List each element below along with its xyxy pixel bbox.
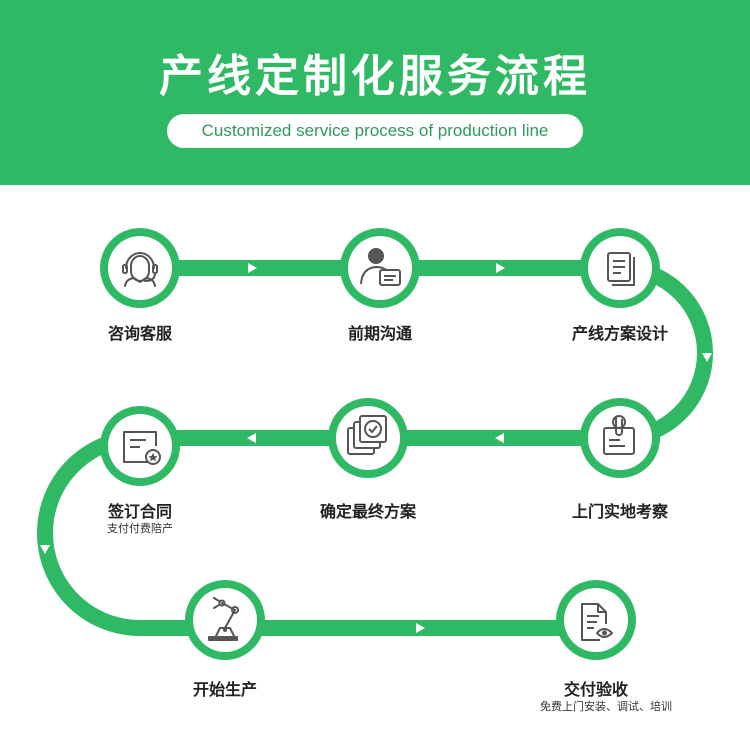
flow-arrow: [40, 545, 50, 554]
flow-arrow: [416, 623, 425, 633]
checked-documents-icon: [347, 415, 387, 455]
step-label-design: 产线方案设计: [571, 324, 668, 343]
clipboard-icon: [603, 415, 635, 455]
step-node-communicate: [340, 228, 420, 308]
flow-arrow: [495, 433, 504, 443]
certificate-icon: [123, 431, 161, 465]
step-node-consult: [100, 228, 180, 308]
step-label-produce: 开始生产: [192, 680, 257, 699]
step-node-deliver: [556, 580, 636, 660]
page-title: 产线定制化服务流程: [159, 51, 591, 102]
step-label-communicate: 前期沟通: [347, 324, 412, 343]
step-label-deliver: 交付验收: [563, 680, 628, 699]
step-sublabel-contract: 支付付费陪产: [107, 522, 173, 535]
robot-arm-icon: [208, 597, 239, 641]
step-label-consult: 咨询客服: [107, 324, 172, 343]
document-eye-icon: [581, 603, 613, 641]
customer-service-icon: [122, 252, 158, 287]
step-label-inspect: 上门实地考察: [571, 502, 668, 521]
flow-arrow: [248, 263, 257, 273]
step-node-produce: [185, 580, 265, 660]
step-label-contract: 签订合同: [107, 502, 172, 521]
step-node-inspect: [580, 398, 660, 478]
document-icon: [607, 252, 635, 286]
step-node-contract: [100, 406, 180, 486]
step-label-confirm: 确定最终方案: [319, 502, 416, 521]
header-banner: 产线定制化服务流程 Customized service process of …: [0, 0, 750, 185]
step-sublabel-deliver: 免费上门安装、调试、培训: [540, 700, 672, 713]
step-node-confirm: [328, 398, 408, 478]
step-node-design: [580, 228, 660, 308]
person-chat-icon: [360, 248, 401, 286]
flow-arrow: [702, 353, 712, 362]
flow-arrow: [247, 433, 256, 443]
flow-arrow: [496, 263, 505, 273]
subtitle-pill: Customized service process of production…: [167, 114, 583, 148]
